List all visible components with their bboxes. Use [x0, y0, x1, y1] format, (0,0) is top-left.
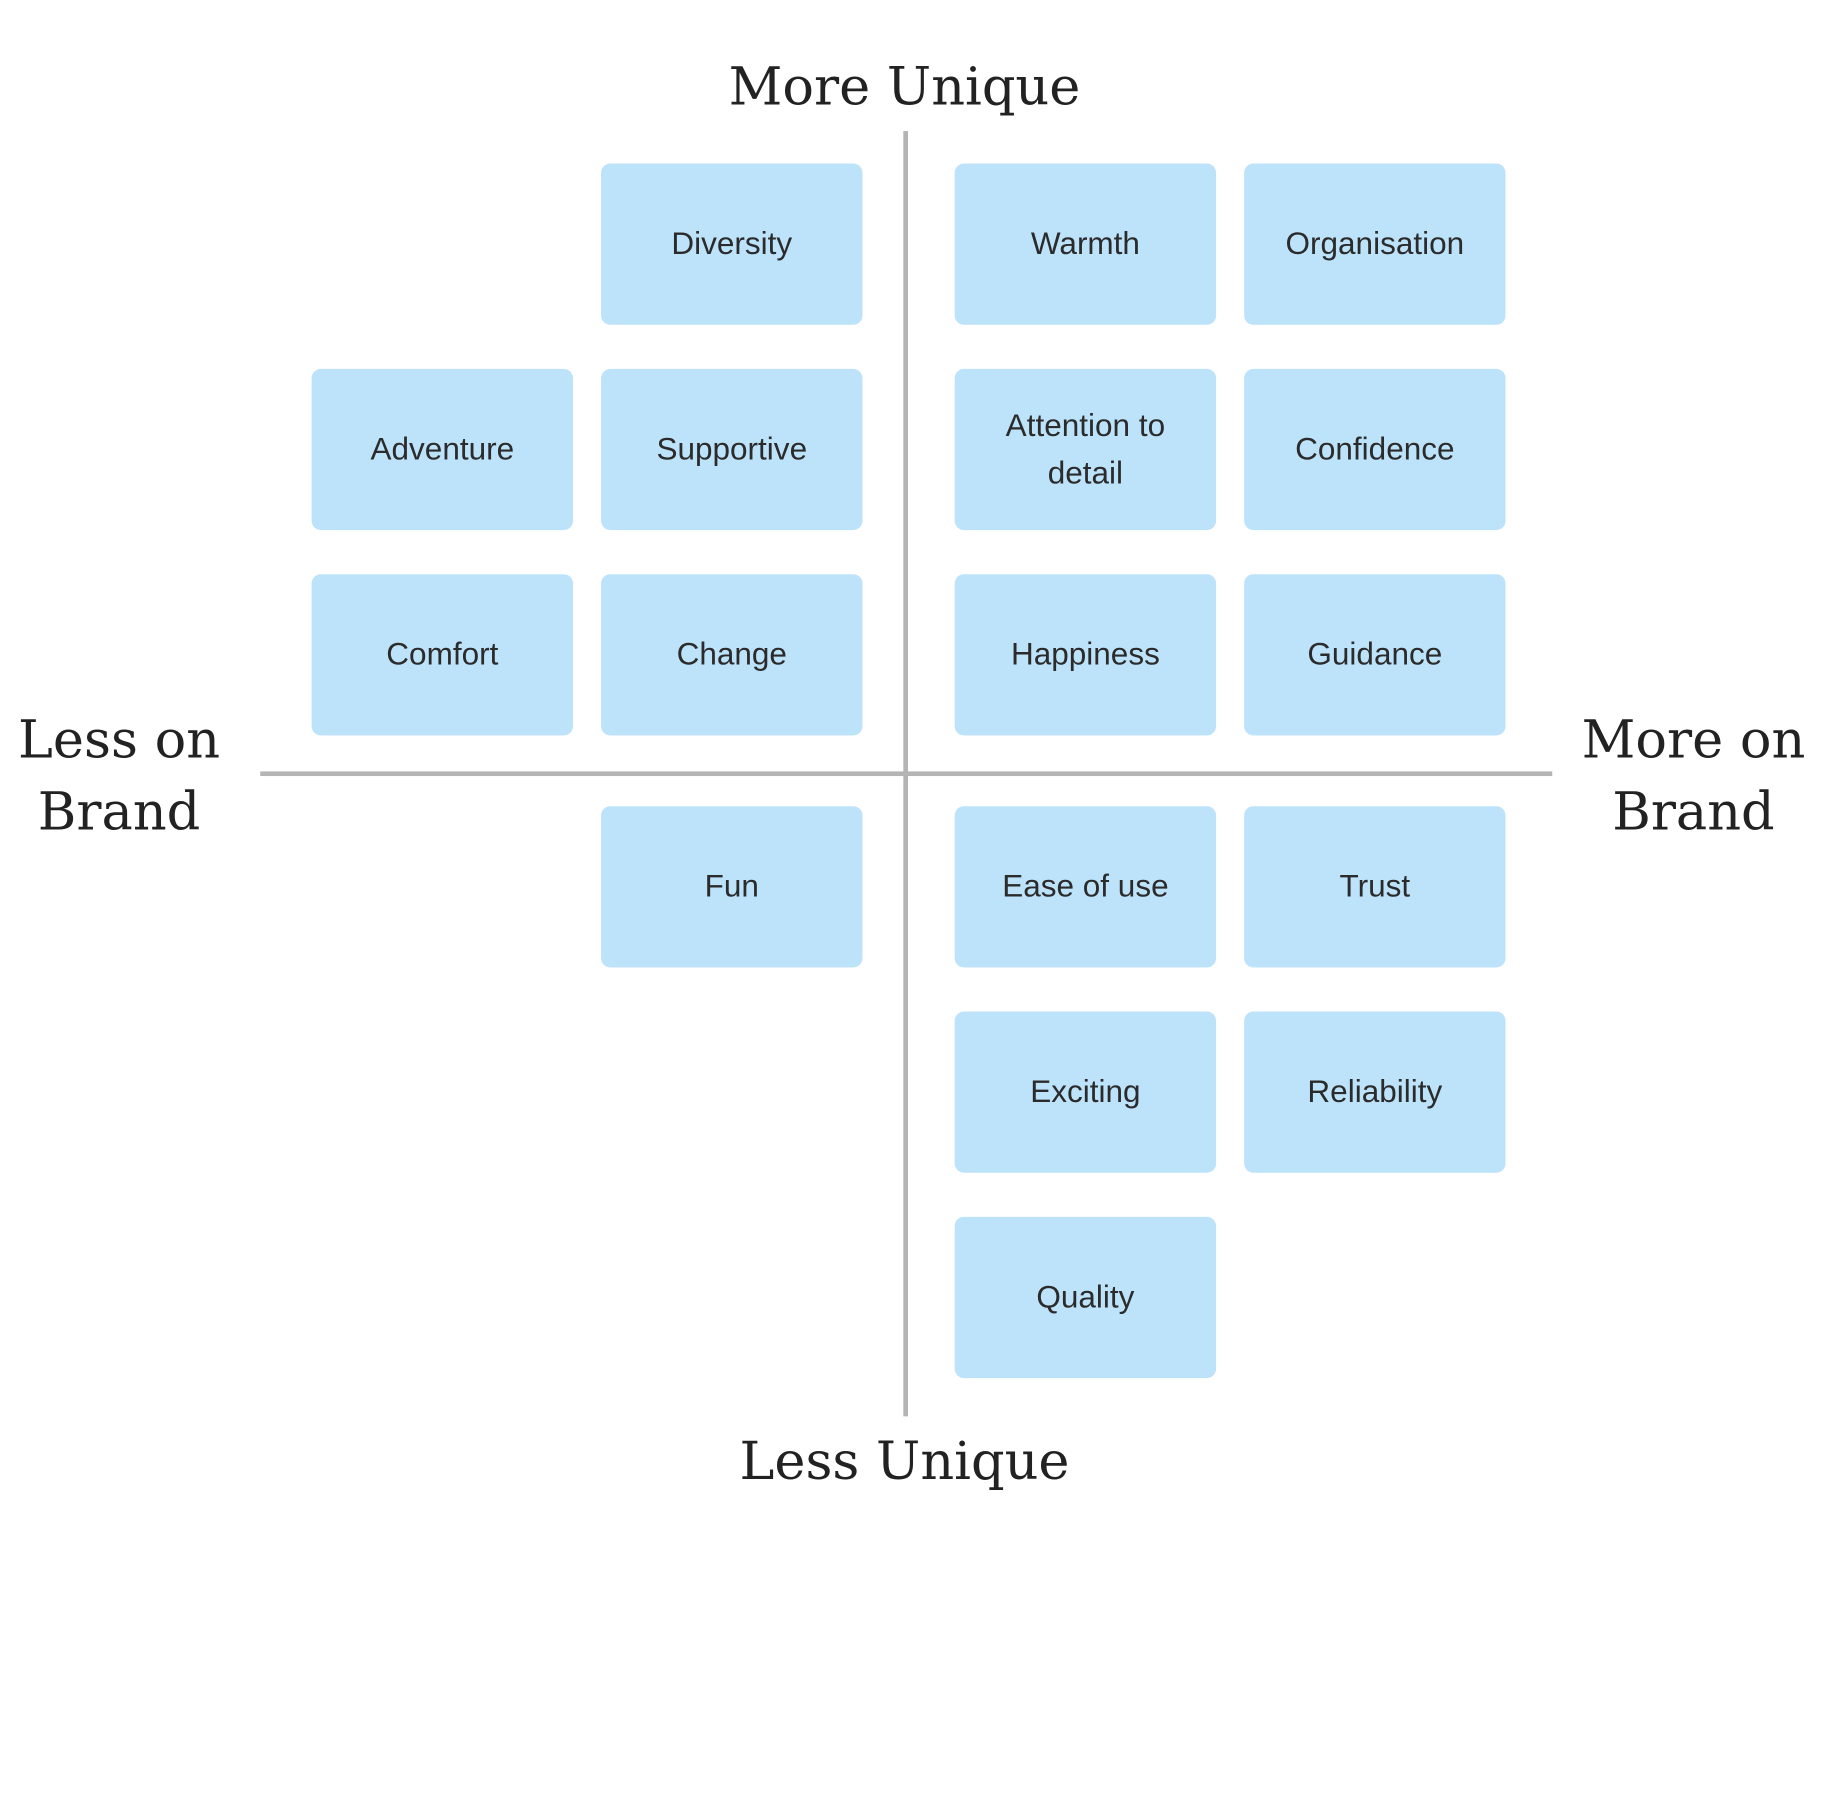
card-adventure[interactable]: Adventure — [311, 368, 574, 531]
card-organisation-label: Organisation — [1285, 226, 1465, 261]
card-diversity-label: Diversity — [671, 226, 793, 261]
card-supportive[interactable]: Supportive — [601, 368, 863, 531]
card-attention-to-detail[interactable]: Attention to detail — [954, 368, 1217, 531]
card-change[interactable]: Change — [601, 574, 863, 736]
card-guidance-label: Guidance — [1307, 636, 1443, 672]
card-adventure-label: Adventure — [370, 431, 515, 467]
card-trust[interactable]: Trust — [1244, 806, 1506, 968]
axis-label-more-on-brand-line-2: Brand — [1612, 780, 1775, 843]
card-guidance[interactable]: Guidance — [1244, 574, 1506, 736]
card-exciting-label: Exciting — [1030, 1074, 1141, 1109]
card-reliability[interactable]: Reliability — [1244, 1011, 1506, 1173]
card-happiness-label: Happiness — [1010, 636, 1160, 672]
axis-label-more-unique: More Unique — [728, 55, 1081, 118]
axis-label-more-on-brand: More on Brand — [1577, 704, 1810, 848]
card-supportive-label: Supportive — [656, 431, 808, 467]
card-quality-label: Quality — [1036, 1279, 1135, 1315]
card-ease-of-use[interactable]: Ease of use — [954, 806, 1217, 968]
card-reliability-label: Reliability — [1307, 1074, 1443, 1109]
card-comfort[interactable]: Comfort — [311, 574, 574, 736]
card-warmth[interactable]: Warmth — [954, 163, 1217, 325]
card-exciting[interactable]: Exciting — [954, 1011, 1217, 1173]
card-quality[interactable]: Quality — [954, 1216, 1217, 1379]
horizontal-axis-line — [260, 771, 1553, 777]
card-ease-of-use-label: Ease of use — [1002, 868, 1169, 904]
axis-label-less-unique: Less Unique — [739, 1430, 1070, 1492]
card-change-label: Change — [676, 636, 787, 672]
axis-label-less-on-brand: Less on Brand — [2, 704, 235, 848]
card-happiness[interactable]: Happiness — [954, 574, 1217, 736]
card-confidence[interactable]: Confidence — [1244, 368, 1506, 531]
card-warmth-label: Warmth — [1030, 226, 1140, 261]
card-attention-to-detail-label: Attention to detail — [1005, 407, 1166, 491]
card-organisation[interactable]: Organisation — [1244, 163, 1506, 325]
axis-label-more-on-brand-line-1: More on — [1581, 708, 1806, 771]
axis-label-less-on-brand-line-1: Less on — [18, 708, 221, 771]
card-trust-label: Trust — [1339, 868, 1411, 904]
card-fun[interactable]: Fun — [601, 806, 863, 968]
card-fun-label: Fun — [704, 868, 759, 904]
card-confidence-label: Confidence — [1295, 431, 1455, 467]
card-diversity[interactable]: Diversity — [601, 163, 863, 325]
axis-label-less-on-brand-line-2: Brand — [37, 780, 201, 843]
card-comfort-label: Comfort — [386, 636, 499, 672]
